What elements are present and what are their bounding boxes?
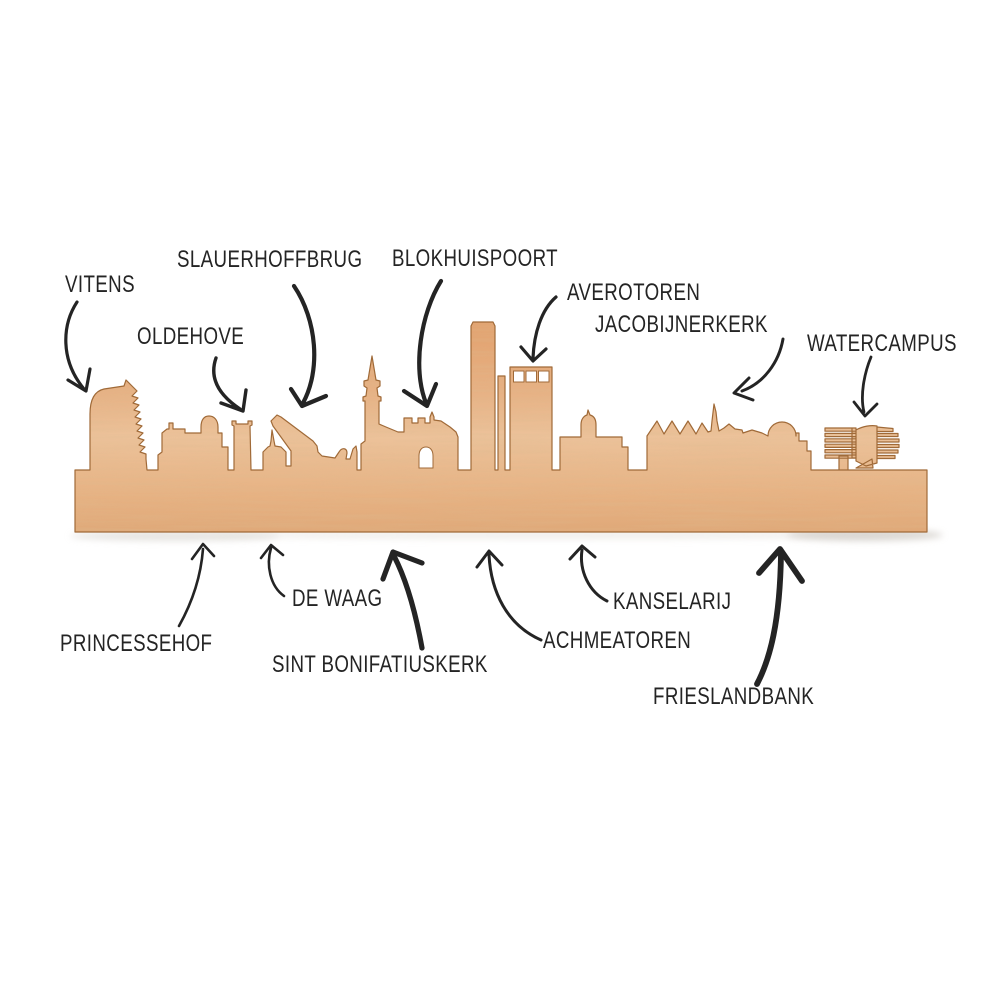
arrow-achmeatoren — [475, 549, 543, 642]
arrow-oldehove — [212, 356, 248, 413]
label-dewaag: DE WAAG — [292, 585, 383, 612]
label-slauerhoffbrug: SLAUERHOFFBRUG — [177, 246, 363, 273]
arrow-jacobijnerkerk — [732, 337, 785, 402]
arrow-slauerhoffbrug — [288, 283, 329, 409]
label-watercampus: WATERCAMPUS — [807, 330, 957, 357]
arrow-dewaag — [259, 543, 286, 598]
annotation-arrows — [64, 278, 879, 687]
arrow-kanselarij — [568, 544, 609, 603]
arrow-blokhuispoort — [401, 278, 444, 409]
arrow-watercampus — [852, 355, 879, 418]
label-vitens: VITENS — [65, 271, 135, 298]
arrow-averotoren — [519, 295, 558, 363]
label-jacobijnerkerk: JACOBIJNERKERK — [595, 311, 768, 338]
label-averotoren: AVEROTOREN — [567, 279, 701, 306]
arrow-vitens — [64, 300, 92, 393]
label-kanselarij: KANSELARIJ — [613, 588, 732, 615]
arrow-princessehof — [177, 542, 216, 628]
label-sintbonifatiuskerk: SINT BONIFATIUSKERK — [272, 651, 488, 678]
gate-arch-cutout — [418, 446, 434, 469]
label-blokhuispoort: BLOKHUISPOORT — [392, 245, 558, 272]
label-achmeatoren: ACHMEATOREN — [543, 627, 692, 654]
label-princessehof: PRINCESSEHOF — [60, 630, 213, 657]
averotoren-window-cutouts — [513, 370, 550, 383]
label-oldehove: OLDEHOVE — [137, 323, 245, 350]
arrow-sintbonifatiuskerk — [380, 549, 425, 651]
label-frieslandbank: FRIESLANDBANK — [653, 683, 815, 710]
arrow-frieslandbank — [754, 546, 805, 687]
